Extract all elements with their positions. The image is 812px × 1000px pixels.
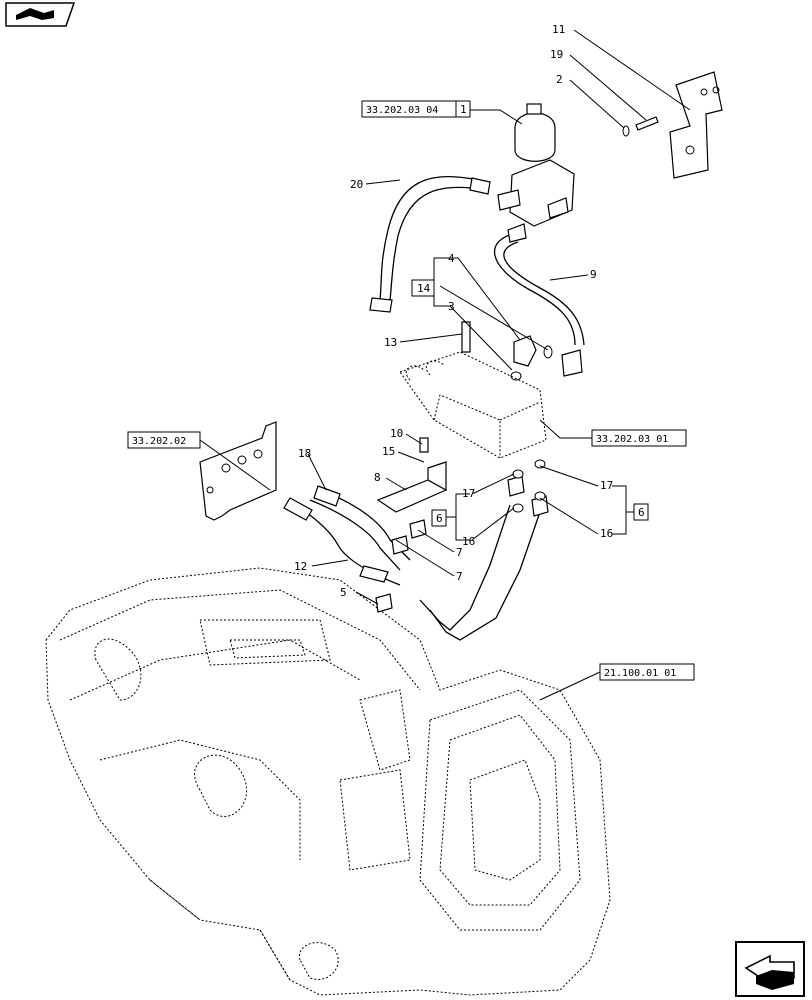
bolt-19 — [635, 116, 659, 131]
elbow-4 — [513, 335, 553, 367]
callout-10: 10 — [390, 427, 403, 440]
callout-19: 19 — [550, 48, 563, 61]
callout-7-lower: 7 — [456, 570, 463, 583]
callout-7-upper: 7 — [456, 546, 463, 559]
callout-13: 13 — [384, 336, 397, 349]
callout-2: 2 — [556, 73, 563, 86]
callout-8: 8 — [374, 471, 381, 484]
callout-17-right: 17 — [600, 479, 613, 492]
svg-text:21.100.01 01: 21.100.01 01 — [604, 668, 676, 679]
callout-5: 5 — [340, 586, 347, 599]
book-arrow-icon[interactable] — [5, 2, 76, 27]
hose-9 — [493, 223, 585, 377]
callout-4: 4 — [448, 252, 455, 265]
svg-text:33.202.02: 33.202.02 — [132, 436, 186, 447]
bracket-left — [199, 421, 277, 521]
group-bracket-6-left — [446, 493, 470, 541]
boxed-callout-6-left[interactable]: 6 — [431, 509, 447, 527]
reference-33-202-03-01[interactable]: 33.202.03 01 — [591, 429, 687, 447]
callout-9: 9 — [590, 268, 597, 281]
callout-16-right: 16 — [600, 527, 613, 540]
bracket-8 — [376, 437, 448, 513]
leader-lines — [199, 29, 691, 701]
accumulator-1 — [497, 103, 575, 227]
fitting-13 — [461, 321, 471, 353]
reference-33-202-02[interactable]: 33.202.02 — [127, 431, 201, 449]
callout-12: 12 — [294, 560, 307, 573]
callout-17-left: 17 — [462, 487, 475, 500]
reference-21-100-01-01[interactable]: 21.100.01 01 — [599, 663, 695, 681]
pipes-7 — [419, 475, 549, 641]
boxed-callout-6-right[interactable]: 6 — [633, 503, 649, 521]
callout-18: 18 — [298, 447, 311, 460]
callout-3: 3 — [448, 300, 455, 313]
callout-11: 11 — [552, 23, 565, 36]
svg-text:6: 6 — [638, 506, 645, 519]
clip-5 — [375, 519, 427, 613]
callout-16-left: 16 — [462, 535, 475, 548]
reference-33-202-03-04[interactable]: 33.202.03 04 1 — [361, 100, 471, 118]
bracket-11 — [669, 71, 723, 179]
callout-15: 15 — [382, 445, 395, 458]
svg-text:33.202.03 04: 33.202.03 04 — [366, 105, 438, 116]
hose-20 — [369, 175, 491, 313]
svg-text:14: 14 — [417, 282, 431, 295]
callout-20: 20 — [350, 178, 363, 191]
fittings-16-17 — [512, 459, 546, 513]
svg-text:6: 6 — [436, 512, 443, 525]
valve-body — [399, 351, 547, 459]
svg-text:33.202.03 01: 33.202.03 01 — [596, 434, 668, 445]
hoses-18-12 — [283, 485, 411, 586]
boxed-callout-14[interactable]: 14 — [411, 279, 435, 297]
group-bracket-6-right — [612, 485, 634, 535]
seal-3 — [510, 371, 522, 381]
transmission-housing — [45, 567, 611, 996]
next-page-arrow-icon[interactable] — [735, 941, 805, 997]
svg-text:1: 1 — [460, 103, 467, 116]
washer-2 — [622, 125, 630, 137]
